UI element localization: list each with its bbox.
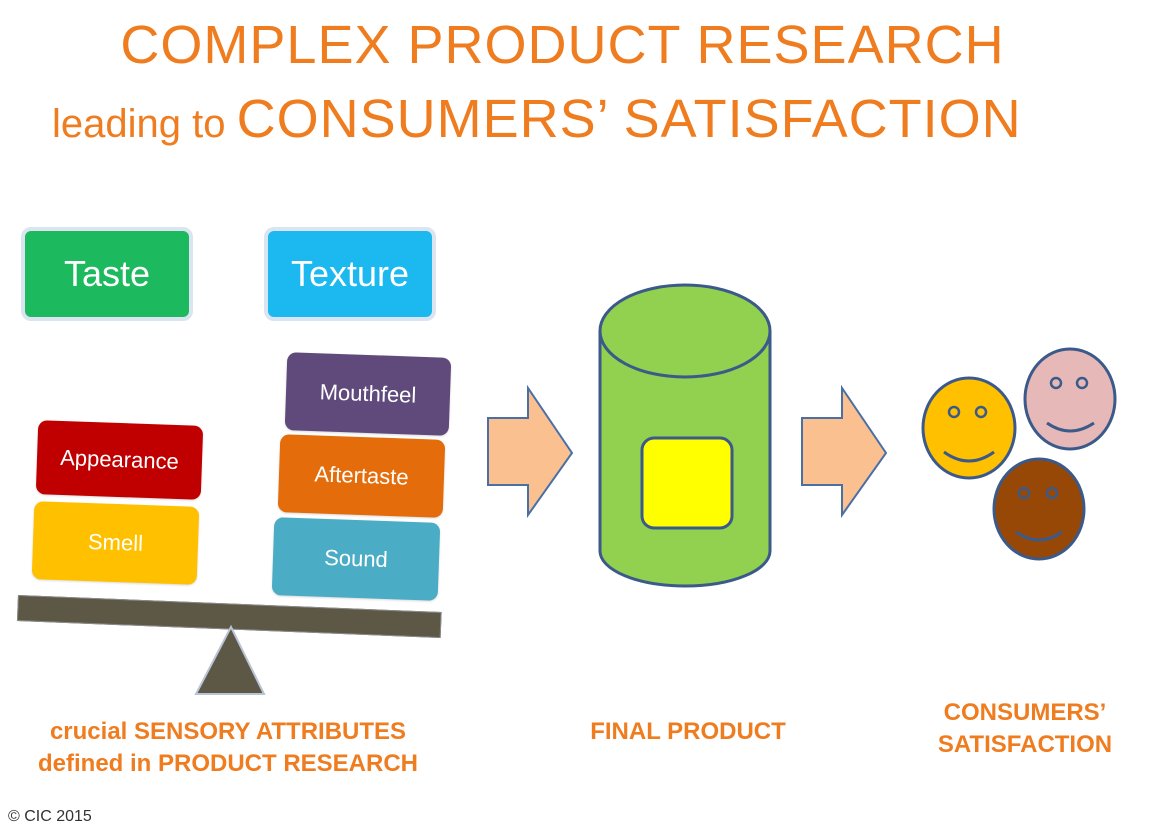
smiley-face-pink-icon <box>1023 347 1117 451</box>
taste-box: Taste <box>21 227 193 321</box>
caption-consumers-satisfaction: CONSUMERS’ SATISFACTION <box>900 697 1150 761</box>
title-line-2-prefix: leading to <box>52 102 237 146</box>
title-line-1: COMPLEX PRODUCT RESEARCH <box>120 15 1005 75</box>
final-product-cylinder <box>598 283 772 588</box>
caption-final-product-text: FINAL PRODUCT <box>590 718 786 745</box>
texture-label: Texture <box>290 253 410 294</box>
product-label <box>640 436 734 530</box>
smiley-face-yellow-icon <box>921 376 1017 480</box>
arrow-to-consumers <box>801 384 888 519</box>
smiley-face-brown-icon <box>992 457 1086 561</box>
caption-satisfaction-line-1: CONSUMERS’ <box>943 699 1107 726</box>
seesaw-fulcrum <box>194 624 266 695</box>
caption-sensory-line-2: defined in PRODUCT RESEARCH <box>37 750 418 777</box>
arrow-to-product <box>487 384 574 519</box>
taste-label: Taste <box>63 253 151 294</box>
texture-box: Texture <box>264 227 436 321</box>
copyright-notice: © CIC 2015 <box>8 808 92 825</box>
caption-sensory-attributes: crucial SENSORY ATTRIBUTES defined in PR… <box>0 716 456 780</box>
caption-satisfaction-line-2: SATISFACTION <box>937 731 1113 758</box>
caption-final-product: FINAL PRODUCT <box>560 716 816 748</box>
caption-sensory-line-1: crucial SENSORY ATTRIBUTES <box>49 718 407 745</box>
title-line-2-main: CONSUMERS’ SATISFACTION <box>236 89 1022 149</box>
title-line-2: leading to CONSUMERS’ SATISFACTION <box>52 88 1022 150</box>
